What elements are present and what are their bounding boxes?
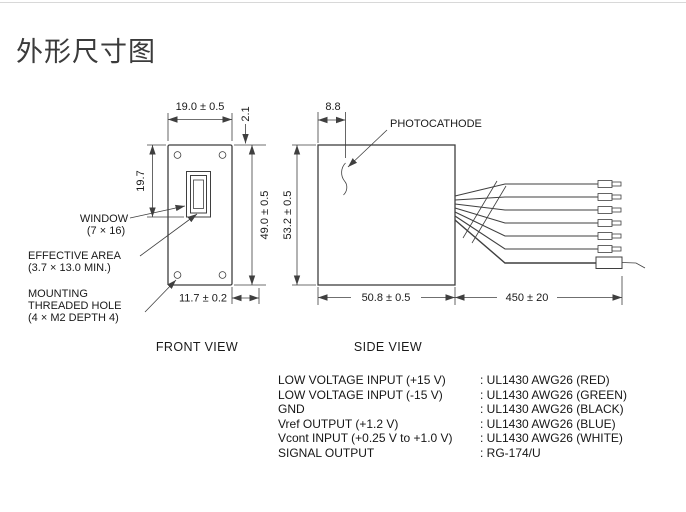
page-title: 外形尺寸图 — [16, 37, 156, 67]
front-body-outline — [167, 144, 233, 286]
wire-spec: : UL1430 AWG26 (BLUE) — [480, 416, 616, 431]
front-view: 19.0 ± 0.5 2.1 19.7 49.0 ± 0.5 — [28, 101, 271, 354]
wire-blue — [454, 207, 598, 224]
dim-side-height: 53.2 ± 0.5 — [282, 144, 316, 286]
dim-side-width-text: 50.8 ± 0.5 — [362, 292, 411, 304]
mounting-label-line1: MOUNTING — [28, 288, 88, 300]
cable-break-mark — [471, 185, 507, 244]
dim-photocathode-offset: 8.8 — [317, 101, 346, 158]
window-outline — [186, 171, 211, 218]
side-view-caption: SIDE VIEW — [354, 340, 422, 354]
effective-area-leader-line — [139, 213, 198, 257]
wire-extra — [454, 215, 598, 250]
photocathode-label: PHOTOCATHODE — [347, 118, 482, 168]
cable-assembly — [454, 180, 646, 269]
dim-window-top-text: 19.7 — [135, 170, 147, 191]
wire-green — [454, 196, 598, 201]
wire-name: GND — [278, 402, 305, 417]
wire-name: LOW VOLTAGE INPUT (-15 V) — [278, 387, 443, 402]
dim-front-offset: 2.1 — [234, 106, 266, 146]
mounting-label-line2: THREADED HOLE — [28, 300, 122, 312]
top-divider — [0, 2, 686, 3]
effective-area-hatch — [193, 179, 204, 209]
front-view-caption: FRONT VIEW — [156, 340, 238, 354]
photocathode-leader-line — [347, 129, 388, 168]
side-body-outline — [317, 144, 456, 286]
wire-name: Vcont INPUT (+0.25 V to +1.0 V) — [278, 431, 453, 446]
mounting-hole — [173, 151, 182, 159]
cable-break-mark — [462, 180, 498, 239]
mounting-hole — [173, 271, 182, 279]
photocathode-mark — [341, 162, 348, 196]
dim-front-depth-text: 11.7 ± 0.2 — [179, 293, 227, 305]
mounting-hole — [218, 271, 227, 279]
wire-name: Vref OUTPUT (+1.2 V) — [278, 416, 399, 431]
coax-connector — [595, 256, 623, 269]
wire-spec: : UL1430 AWG26 (BLACK) — [480, 402, 624, 417]
dim-side-width-and-cable: 50.8 ± 0.5 450 ± 20 — [317, 276, 623, 305]
dim-side-height-text: 53.2 ± 0.5 — [282, 191, 294, 240]
wire-spec: : UL1430 AWG26 (WHITE) — [480, 431, 623, 446]
dim-front-depth: 11.7 ± 0.2 — [179, 287, 260, 305]
effective-area-label: EFFECTIVE AREA (3.7 × 13.0 MIN.) — [28, 213, 198, 274]
wiring-row: LOW VOLTAGE INPUT (-15 V) : UL1430 AWG26… — [278, 388, 627, 403]
effective-area-line2: (3.7 × 13.0 MIN.) — [28, 262, 111, 274]
wire-black — [454, 203, 598, 211]
effective-area-line1: EFFECTIVE AREA — [28, 250, 122, 262]
wiring-row: GND : UL1430 AWG26 (BLACK) — [278, 402, 627, 417]
side-view: 8.8 PHOTOCATHODE 53.2 ± 0.5 — [282, 101, 646, 354]
wiring-legend: LOW VOLTAGE INPUT (+15 V) : UL1430 AWG26… — [278, 373, 627, 461]
dim-front-offset-text: 2.1 — [240, 106, 252, 121]
mounting-hole — [218, 151, 227, 159]
dim-photocathode-offset-text: 8.8 — [325, 101, 340, 113]
wire-spec: : UL1430 AWG26 (RED) — [480, 373, 610, 387]
dim-front-height-text: 49.0 ± 0.5 — [259, 191, 271, 240]
window-label-line1: WINDOW — [80, 213, 129, 225]
wire-white — [454, 211, 598, 237]
dim-window-top: 19.7 — [135, 144, 184, 218]
dim-cable-length-text: 450 ± 20 — [506, 292, 549, 304]
wire-spec: : UL1430 AWG26 (GREEN) — [480, 387, 627, 402]
wire-red — [454, 183, 598, 197]
window-label-line2: (7 × 16) — [87, 225, 125, 237]
dim-front-width: 19.0 ± 0.5 — [167, 101, 233, 141]
wiring-row: Vref OUTPUT (+1.2 V) : UL1430 AWG26 (BLU… — [278, 417, 627, 432]
mounting-leader-line — [144, 279, 177, 313]
mounting-hole-label: MOUNTING THREADED HOLE (4 × M2 DEPTH 4) — [28, 279, 177, 324]
wiring-row: SIGNAL OUTPUT : RG-174/U — [278, 446, 627, 461]
window-label: WINDOW (7 × 16) — [80, 204, 186, 237]
window-leader-line — [129, 204, 186, 219]
wire-name: LOW VOLTAGE INPUT (+15 V) — [278, 373, 446, 387]
coax-pigtail — [621, 262, 646, 269]
wire-spec: : RG-174/U — [480, 445, 541, 460]
wire-terminals — [597, 180, 622, 253]
window-inner-outline — [190, 175, 207, 214]
mounting-label-line3: (4 × M2 DEPTH 4) — [28, 312, 119, 324]
photocathode-label-text: PHOTOCATHODE — [390, 118, 482, 130]
wiring-row: Vcont INPUT (+0.25 V to +1.0 V) : UL1430… — [278, 431, 627, 446]
wiring-row: LOW VOLTAGE INPUT (+15 V) : UL1430 AWG26… — [278, 373, 627, 388]
dim-front-height: 49.0 ± 0.5 — [234, 145, 271, 286]
coax-cable — [454, 219, 596, 264]
dim-front-width-text: 19.0 ± 0.5 — [176, 101, 225, 113]
wire-name: SIGNAL OUTPUT — [278, 445, 375, 460]
